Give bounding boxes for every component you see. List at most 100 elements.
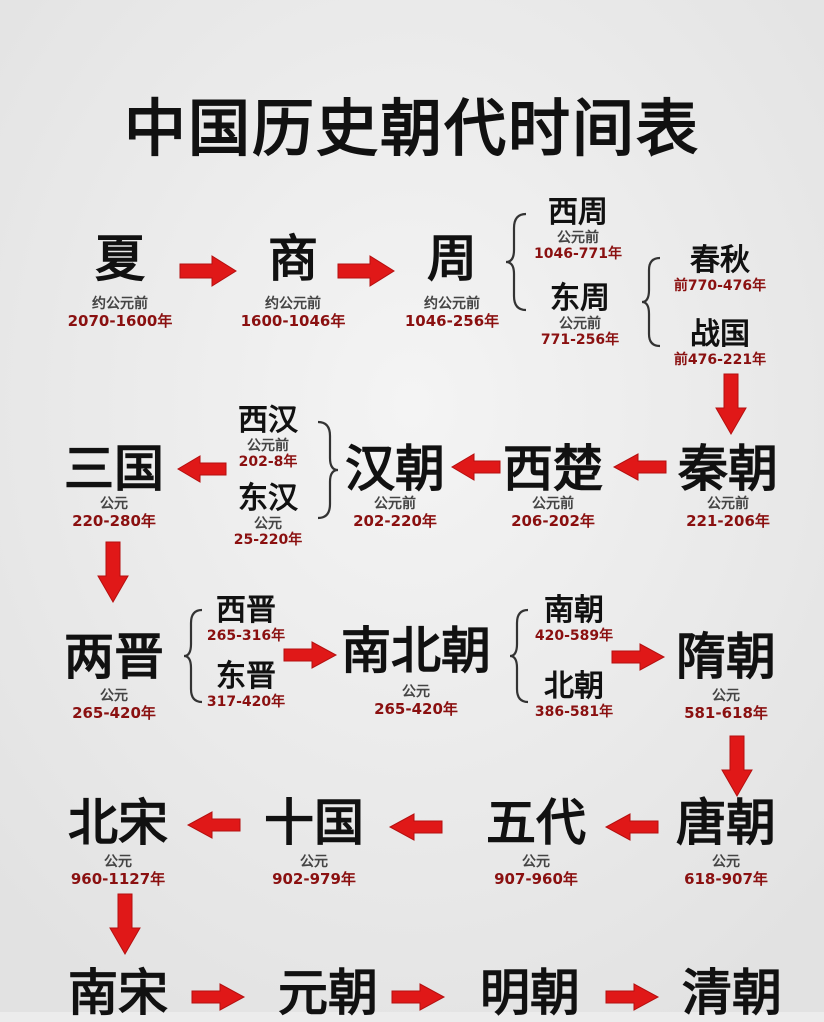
dynasty-name: 南北朝 bbox=[341, 622, 491, 680]
node-nanchao: 南朝 420-589年 bbox=[526, 593, 622, 645]
node-beisong: 北宋 公元 960-1127年 bbox=[56, 796, 180, 888]
node-dongzhou: 东周 公元前 771-256年 bbox=[530, 282, 630, 349]
node-sui: 隋朝 公元 581-618年 bbox=[664, 630, 788, 722]
node-shiguo: 十国 公元 902-979年 bbox=[252, 796, 376, 888]
period-label: 约公元前 bbox=[92, 296, 148, 312]
period-date: 25-220年 bbox=[233, 532, 303, 548]
period-label: 公元 bbox=[300, 854, 328, 870]
period-date: 221-206年 bbox=[686, 512, 770, 530]
period-label: 约公元前 bbox=[424, 296, 480, 312]
period-date: 907-960年 bbox=[494, 870, 578, 888]
node-liangjin: 两晋 公元 265-420年 bbox=[52, 630, 176, 722]
dynasty-name: 十国 bbox=[264, 794, 364, 852]
dynasty-name: 隋朝 bbox=[676, 628, 776, 686]
period-date: 1046-771年 bbox=[534, 246, 622, 262]
dynasty-name: 北朝 bbox=[544, 669, 604, 704]
arrow-liangjin-nanbeichao bbox=[283, 641, 338, 669]
period-date: 317-420年 bbox=[206, 694, 286, 710]
arrow-shang-zhou bbox=[337, 255, 395, 287]
dynasty-name: 明朝 bbox=[480, 964, 580, 1022]
dynasty-name: 战国 bbox=[690, 317, 750, 352]
dynasty-name: 清朝 bbox=[682, 964, 782, 1022]
dynasty-name: 秦朝 bbox=[678, 440, 778, 498]
dynasty-name: 西周 bbox=[548, 195, 608, 230]
period-label: 公元 bbox=[100, 496, 128, 512]
period-date: 265-420年 bbox=[72, 704, 156, 722]
period-date: 771-256年 bbox=[540, 332, 620, 348]
node-zhou: 周 约公元前 1046-256年 bbox=[392, 232, 512, 330]
node-qin: 秦朝 公元前 221-206年 bbox=[668, 442, 788, 530]
period-date: 1600-1046年 bbox=[240, 312, 346, 330]
arrow-han-sanguo bbox=[177, 455, 227, 483]
brace-dongzhou bbox=[641, 256, 661, 348]
period-label: 公元 bbox=[402, 684, 430, 700]
period-label: 公元前 bbox=[374, 496, 416, 512]
period-label: 公元 bbox=[712, 854, 740, 870]
arrow-sui-tang bbox=[721, 735, 753, 798]
period-date: 265-316年 bbox=[206, 628, 286, 644]
node-chunqiu: 春秋 前770-476年 bbox=[668, 243, 772, 295]
period-date: 618-907年 bbox=[684, 870, 768, 888]
period-label: 公元 bbox=[104, 854, 132, 870]
period-date: 202-8年 bbox=[238, 454, 298, 470]
node-zhanguo: 战国 前476-221年 bbox=[668, 317, 772, 369]
arrow-qin-xichu bbox=[612, 453, 667, 481]
period-date: 420-589年 bbox=[534, 628, 614, 644]
node-yuan: 元朝 bbox=[266, 966, 390, 1020]
arrow-zhanguo-qin bbox=[715, 373, 747, 436]
dynasty-name: 南朝 bbox=[544, 593, 604, 628]
brace-han bbox=[317, 420, 339, 520]
dynasty-name: 元朝 bbox=[278, 964, 378, 1022]
dynasty-name: 东汉 bbox=[238, 481, 298, 516]
arrow-shiguo-beisong bbox=[186, 811, 241, 839]
arrow-ming-qing bbox=[605, 983, 660, 1011]
node-xizhou: 西周 公元前 1046-771年 bbox=[528, 195, 628, 263]
node-nanbeichao: 南北朝 公元 265-420年 bbox=[332, 624, 500, 718]
dynasty-name: 三国 bbox=[64, 440, 164, 498]
brace-nanbeichao bbox=[509, 608, 529, 704]
dynasty-name: 周 bbox=[427, 230, 477, 288]
node-donghan: 东汉 公元 25-220年 bbox=[222, 481, 314, 549]
period-date: 206-202年 bbox=[511, 512, 595, 530]
arrow-sanguo-liangjin bbox=[97, 541, 129, 604]
period-date: 220-280年 bbox=[72, 512, 156, 530]
period-label: 公元前 bbox=[247, 438, 289, 454]
period-date: 902-979年 bbox=[272, 870, 356, 888]
dynasty-name: 五代 bbox=[486, 794, 586, 852]
period-label: 公元前 bbox=[532, 496, 574, 512]
period-label: 公元 bbox=[254, 516, 282, 532]
node-nansong: 南宋 bbox=[56, 966, 180, 1020]
arrow-nanbeichao-sui bbox=[611, 643, 666, 671]
node-xia: 夏 约公元前 2070-1600年 bbox=[60, 232, 180, 330]
period-date: 960-1127年 bbox=[70, 870, 166, 888]
node-ming: 明朝 bbox=[468, 966, 592, 1020]
period-label: 公元前 bbox=[557, 230, 599, 246]
dynasty-name: 南宋 bbox=[68, 964, 168, 1022]
period-label: 约公元前 bbox=[265, 296, 321, 312]
dynasty-name: 东晋 bbox=[216, 659, 276, 694]
node-xijin: 西晋 265-316年 bbox=[202, 593, 290, 645]
brace-liangjin bbox=[183, 608, 203, 704]
period-date: 202-220年 bbox=[353, 512, 437, 530]
node-xihan: 西汉 公元前 202-8年 bbox=[222, 403, 314, 471]
node-tang: 唐朝 公元 618-907年 bbox=[664, 796, 788, 888]
dynasty-name: 西汉 bbox=[238, 403, 298, 438]
arrow-wudai-shiguo bbox=[388, 813, 443, 841]
dynasty-name: 西晋 bbox=[216, 593, 276, 628]
arrow-beisong-nansong bbox=[109, 893, 141, 956]
dynasty-name: 西楚 bbox=[503, 440, 603, 498]
node-qing: 清朝 bbox=[670, 966, 794, 1020]
period-label: 公元 bbox=[522, 854, 550, 870]
node-han: 汉朝 公元前 202-220年 bbox=[338, 442, 452, 530]
dynasty-name: 春秋 bbox=[690, 243, 750, 278]
node-xichu: 西楚 公元前 206-202年 bbox=[496, 442, 610, 530]
period-date: 1046-256年 bbox=[404, 312, 500, 330]
dynasty-name: 汉朝 bbox=[345, 440, 445, 498]
brace-zhou bbox=[505, 212, 527, 312]
period-label: 公元 bbox=[100, 688, 128, 704]
page-title: 中国历史朝代时间表 bbox=[123, 92, 700, 165]
dynasty-name: 唐朝 bbox=[676, 794, 776, 852]
node-beichao: 北朝 386-581年 bbox=[526, 669, 622, 721]
dynasty-name: 商 bbox=[268, 230, 318, 288]
dynasty-name: 北宋 bbox=[68, 794, 168, 852]
